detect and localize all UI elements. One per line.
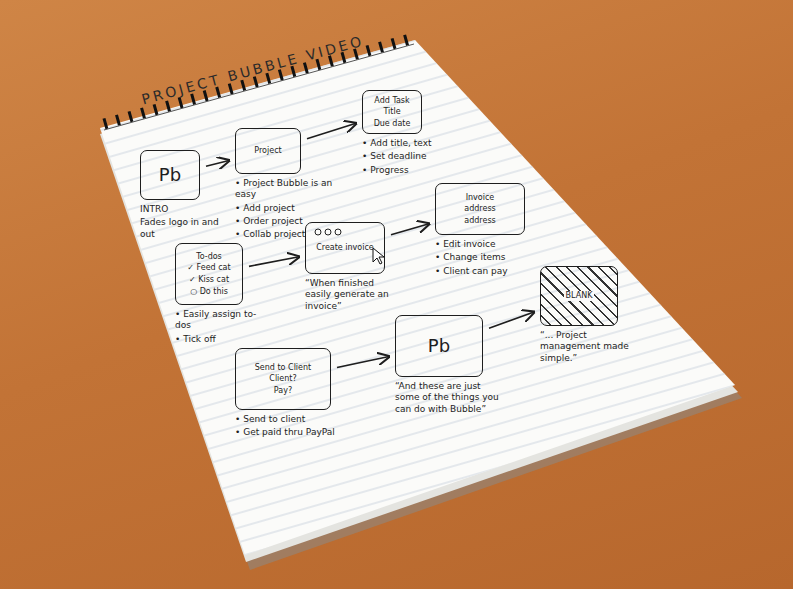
panel-caption: “When finished easily generate an invoic… <box>305 278 400 312</box>
sketch-text: Pb <box>159 164 181 186</box>
icon-sketch <box>325 229 331 235</box>
panel-caption: • Progress <box>362 165 452 176</box>
panel-caption: “... Project management made simple.” <box>540 330 640 364</box>
storyboard-panel: PbINTRO Fades logo in and out <box>140 150 225 240</box>
sketch-text: To-dos <box>196 252 222 262</box>
cursor-sketch <box>373 248 384 264</box>
sketch-box: Send to ClientClient? Pay? <box>235 348 331 410</box>
storyboard-panel: Send to ClientClient? Pay? • Send to clien… <box>235 348 345 439</box>
icon-sketch <box>315 229 321 235</box>
sketch-arrow <box>337 357 389 368</box>
panel-caption: “And these are just some of the things y… <box>395 381 505 415</box>
panel-caption: • Send to client <box>235 414 345 425</box>
panel-caption: INTRO <box>140 204 225 215</box>
sketch-box: BLANK <box>540 266 618 326</box>
storyboard-panel: Add TaskTitleDue date • Add title, text • … <box>362 90 452 176</box>
sketch-arrow <box>307 123 356 138</box>
ruled-lines <box>100 40 735 555</box>
sketch-text: Client? <box>269 374 296 384</box>
sketch-box: Pb <box>140 150 200 200</box>
storyboard-panel: Create invoice “When finished easily gene… <box>305 222 400 312</box>
sketch-text: ○ Do this <box>190 287 228 297</box>
sketch-box: Project <box>235 128 301 174</box>
binding-edge <box>104 44 414 130</box>
sketch-text: Send to Client <box>255 363 311 373</box>
panel-caption: • Add title, text <box>362 138 452 149</box>
sketch-text: Title <box>383 107 400 117</box>
sketch-text: Due date <box>374 119 411 129</box>
sketch-arrow <box>391 224 429 235</box>
sketch-box: Create invoice <box>305 222 385 274</box>
sketch-arrow <box>489 312 534 328</box>
sketch-box: Pb <box>395 315 483 377</box>
sketch-text: Project <box>254 146 281 156</box>
panel-caption: • Set deadline <box>362 151 452 162</box>
sketch-text: Invoice <box>466 193 495 203</box>
panel-caption: • Project Bubble is an easy <box>235 178 335 201</box>
notebook-page <box>100 40 735 555</box>
sketch-text: BLANK <box>564 291 595 301</box>
sketch-text: address <box>464 204 495 214</box>
sketch-text: ✓ Kiss cat <box>189 275 229 285</box>
panel-caption: • Client can pay <box>435 266 530 277</box>
sketch-box: To-dos✓ Feed cat ✓ Kiss cat ○ Do this <box>175 243 243 305</box>
spiral-binding <box>104 38 414 124</box>
sketch-text: Pay? <box>274 386 292 396</box>
storyboard-panel: To-dos✓ Feed cat ✓ Kiss cat ○ Do this • Eas… <box>175 243 270 345</box>
sketch-text: ✓ Feed cat <box>187 263 230 273</box>
storyboard-panel: Invoiceaddressaddress• Edit invoice• Cha… <box>435 183 530 277</box>
storyboard-panel: BLANK “... Project management made simple… <box>540 266 640 364</box>
panel-caption: • Collab project <box>235 229 335 240</box>
icon-sketch <box>335 229 341 235</box>
panel-caption: • Easily assign to-dos <box>175 309 270 332</box>
sketch-text: Pb <box>428 335 450 357</box>
panel-caption: • Tick off <box>175 334 270 345</box>
sketch-box: Invoiceaddressaddress <box>435 183 525 235</box>
sketch-arrow <box>206 161 229 167</box>
panel-caption: • Add project <box>235 203 335 214</box>
sketch-text: Create invoice <box>316 243 374 253</box>
panel-caption: • Get paid thru PayPal <box>235 427 345 438</box>
panel-caption: • Change items <box>435 252 530 263</box>
sketch-text: Add Task <box>374 96 409 106</box>
sketch-box: Add TaskTitleDue date <box>362 90 422 134</box>
sketch-arrow <box>249 257 299 267</box>
storyboard-panel: Pb “And these are just some of the things… <box>395 315 505 415</box>
storyboard-panel: Project • Project Bubble is an easy • Add … <box>235 128 335 240</box>
panel-caption: • Edit invoice <box>435 239 530 250</box>
panel-caption: Fades logo in and out <box>140 217 225 240</box>
sketch-text: address <box>464 216 495 226</box>
